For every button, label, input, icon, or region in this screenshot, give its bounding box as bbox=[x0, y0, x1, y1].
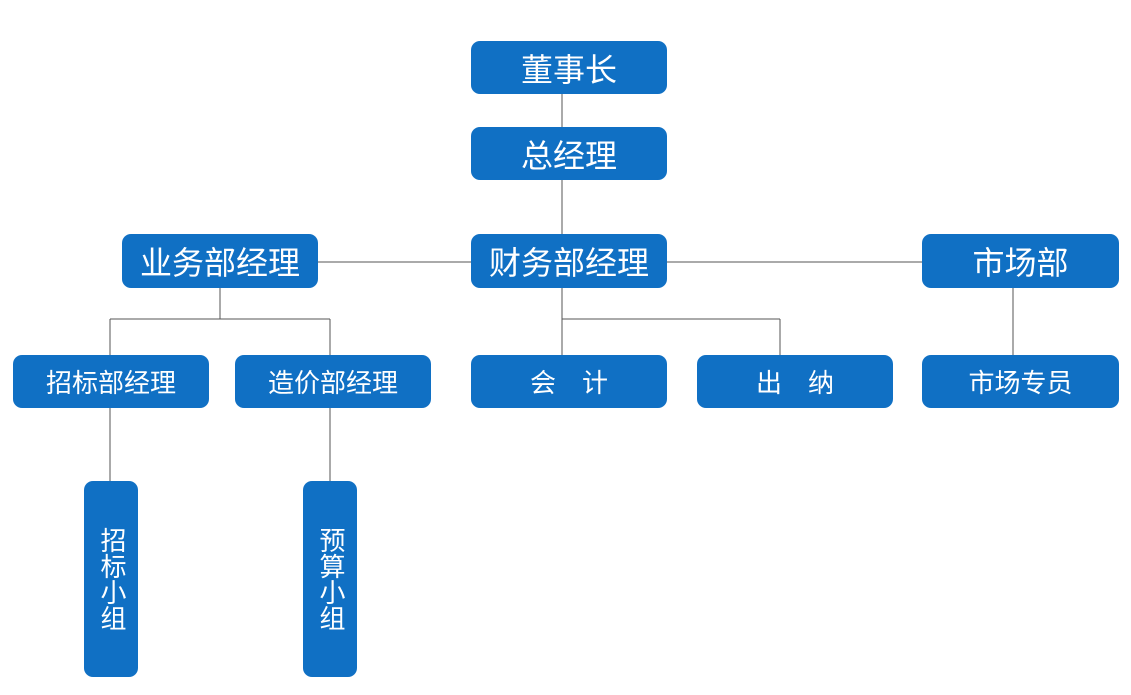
node-finance-manager[interactable]: 财务部经理 bbox=[471, 234, 667, 288]
node-market-dept[interactable]: 市场部 bbox=[922, 234, 1119, 288]
node-bidding-group[interactable]: 招标小组 bbox=[84, 481, 138, 677]
node-market-specialist[interactable]: 市场专员 bbox=[922, 355, 1119, 408]
node-bidding-manager[interactable]: 招标部经理 bbox=[13, 355, 209, 408]
node-general-manager[interactable]: 总经理 bbox=[471, 127, 667, 180]
node-cashier[interactable]: 出 纳 bbox=[697, 355, 893, 408]
node-business-manager[interactable]: 业务部经理 bbox=[122, 234, 318, 288]
node-accountant[interactable]: 会 计 bbox=[471, 355, 667, 408]
node-chairman[interactable]: 董事长 bbox=[471, 41, 667, 94]
node-costing-manager[interactable]: 造价部经理 bbox=[235, 355, 431, 408]
node-budget-group[interactable]: 预算小组 bbox=[303, 481, 357, 677]
